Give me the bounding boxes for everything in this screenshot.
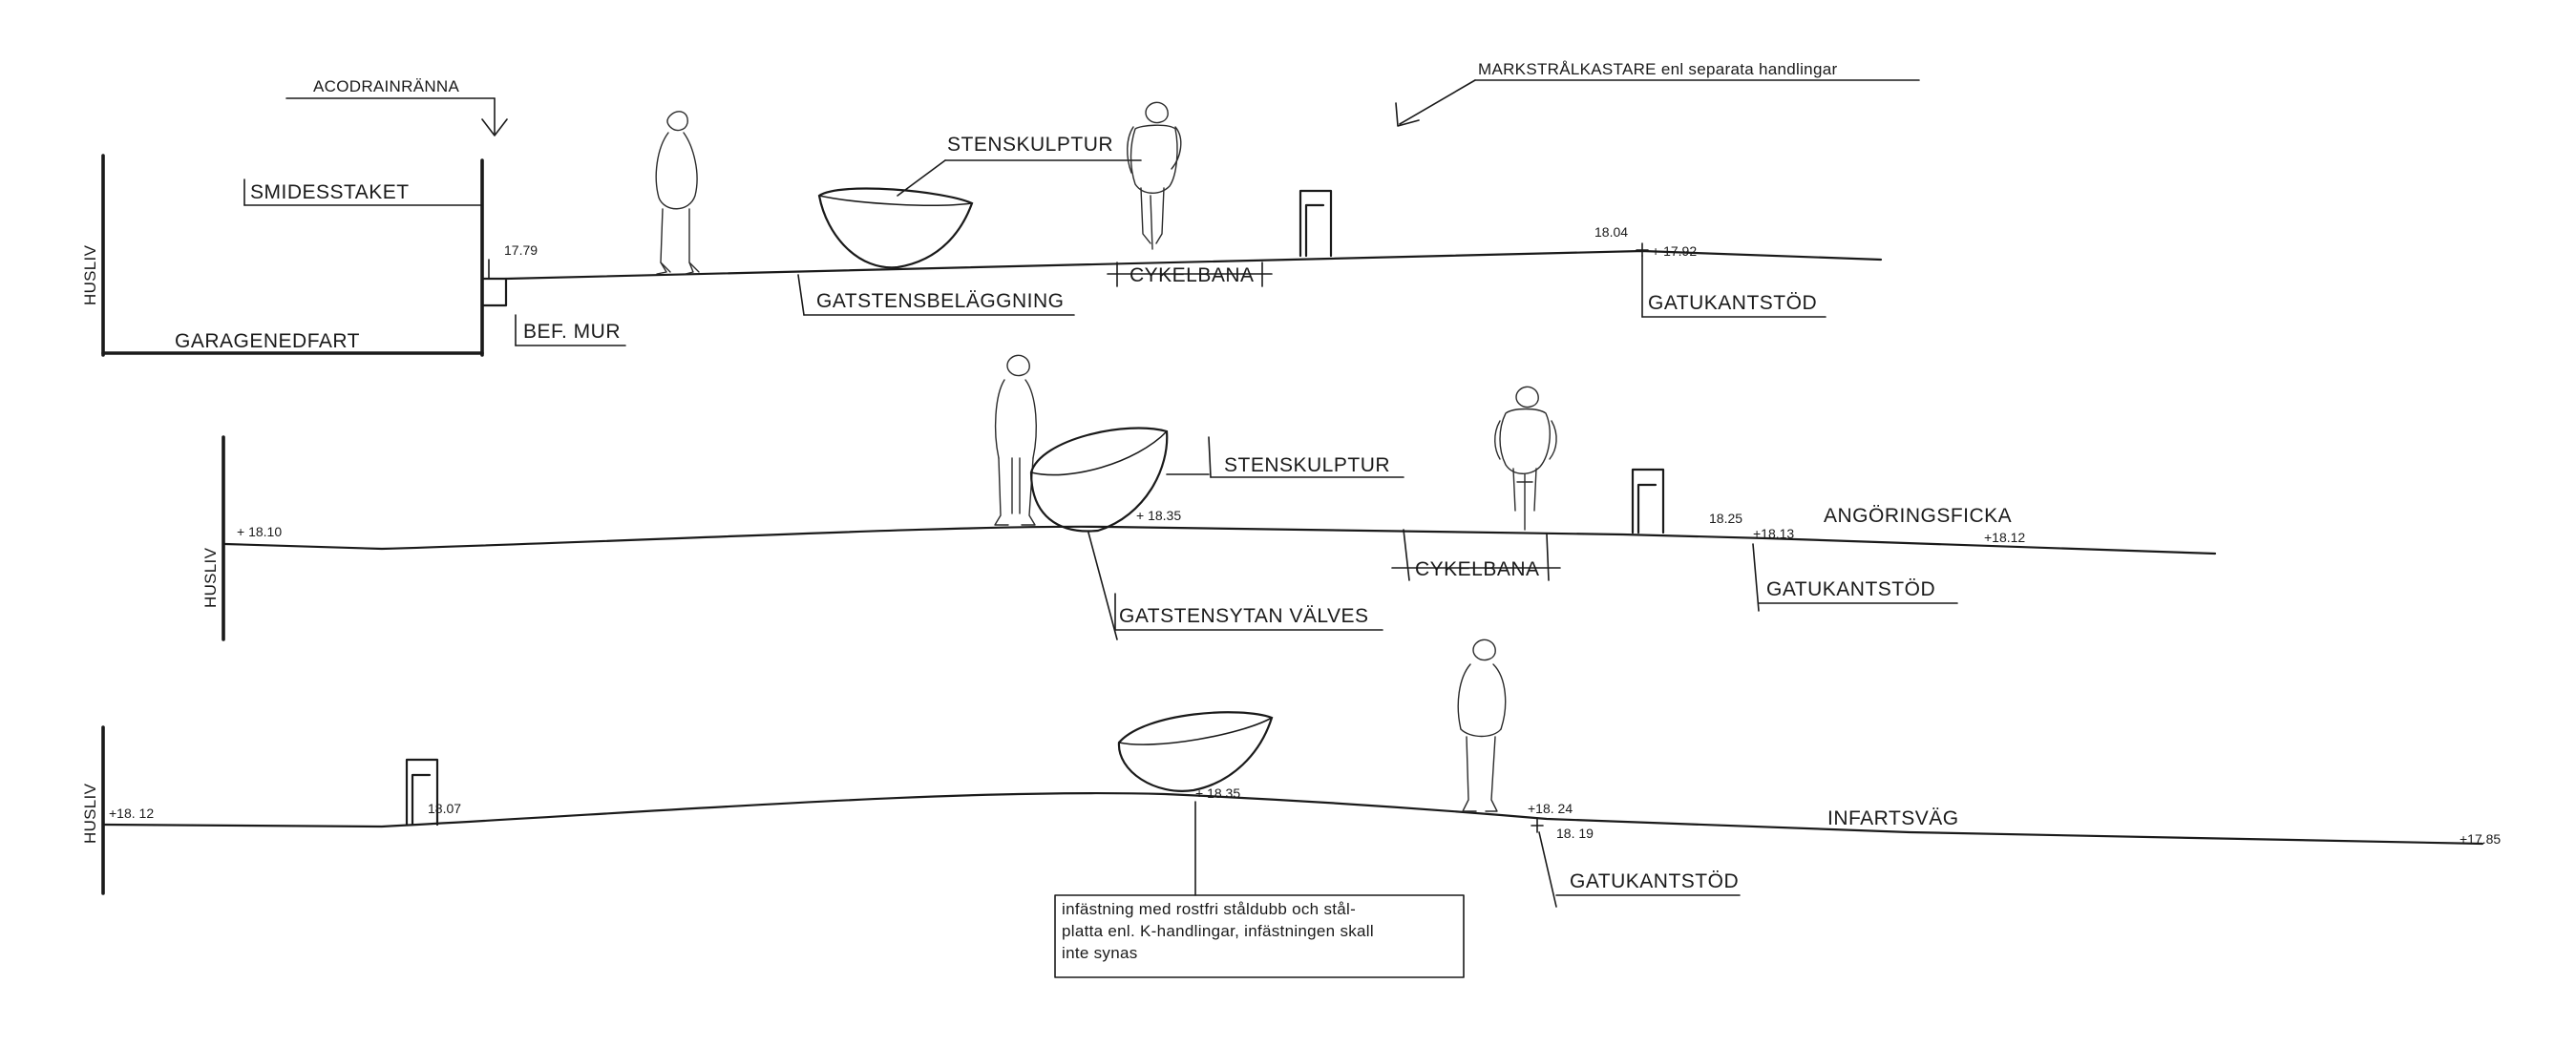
stenskulptur-label-1: STENSKULPTUR [947, 134, 1113, 156]
section-2: HUSLIV + 18.10 STENSKULPTUR + 18.35 GATS… [201, 354, 2217, 641]
gatukantstod-label-3: GATUKANTSTÖD [1570, 870, 1739, 892]
level-1804: 18.04 [1594, 224, 1628, 240]
level-1779: 17.79 [504, 242, 538, 258]
acodrain-label: ACODRAINRÄNNA [313, 77, 460, 95]
gatukantstod-tick-3 [1538, 831, 1557, 908]
husliv-label-2: HUSLIV [201, 547, 220, 608]
level-1824: +18. 24 [1528, 801, 1573, 816]
level-1792: + 17.92 [1652, 243, 1697, 259]
level-1804-mark [1636, 242, 1649, 257]
person-standing-3 [1457, 639, 1507, 812]
cykelbana-label-1: CYKELBANA [1130, 264, 1255, 286]
markstralkastare-fixture-2 [1631, 468, 1665, 534]
markstralkastare-label: MARKSTRÅLKASTARE enl separata handlingar [1478, 60, 1837, 78]
markstralkastare-fixture-1 [1299, 189, 1333, 258]
gatukantstod-label-2: GATUKANTSTÖD [1766, 578, 1935, 600]
stenskulptur-bowl-2 [1029, 427, 1169, 533]
note-line-3: inte synas [1062, 944, 1138, 962]
cykelbana-label-2: CYKELBANA [1415, 558, 1540, 580]
gatstensbelaggning-label: GATSTENSBELÄGGNING [816, 290, 1065, 312]
person-standing-1 [655, 111, 700, 275]
level-1813: +18.13 [1753, 526, 1794, 541]
ground-line-2 [223, 525, 2217, 555]
cykelbana-tick-left-2 [1403, 529, 1410, 581]
bef-mur-label: BEF. MUR [523, 321, 621, 343]
level-1835-s3: + 18.35 [1195, 785, 1240, 801]
cyclist-2 [1494, 386, 1557, 531]
ground-line-3 [103, 791, 2484, 846]
level-1785: +17.85 [2460, 831, 2501, 847]
garagenedfart-label: GARAGENEDFART [175, 330, 360, 352]
note-line-1: infästning med rostfri ståldubb och stål… [1062, 900, 1356, 918]
husliv-label-1: HUSLIV [81, 244, 99, 305]
level-1810: + 18.10 [237, 524, 282, 539]
cykelbana-tick-right-2 [1546, 534, 1550, 581]
gatstens-tick [797, 274, 805, 316]
stenskulptur-pointer-1 [897, 159, 946, 197]
level-1835-s2: + 18.35 [1136, 508, 1181, 523]
markstralkastare-fixture-3 [405, 758, 439, 827]
angoringsficka-label: ANGÖRINGSFICKA [1824, 505, 2012, 527]
gatukantstod-tick-2 [1752, 543, 1760, 612]
level-1812-s3: +18. 12 [109, 806, 154, 821]
smidesstaket-label: SMIDESSTAKET [250, 181, 410, 203]
stenskulptur-tick-2 [1208, 436, 1212, 478]
gatstensytan-label: GATSTENSYTAN VÄLVES [1119, 605, 1369, 627]
infartsvag-label: INFARTSVÄG [1827, 807, 1959, 829]
cyclist-1 [1127, 101, 1182, 250]
stenskulptur-bowl-1-rim [818, 195, 973, 206]
level-1807: 18.07 [428, 801, 461, 816]
husliv-label-3: HUSLIV [81, 783, 99, 844]
level-1819: 18. 19 [1556, 826, 1594, 841]
stenskulptur-label-2: STENSKULPTUR [1224, 454, 1390, 476]
level-1824-mark [1531, 818, 1544, 833]
markstralkastare-arrow-shaft [1399, 79, 1476, 125]
stenskulptur-bowl-3-rim [1118, 717, 1273, 745]
section-1: HUSLIV GARAGENEDFART SMIDESSTAKET ACODRA… [81, 60, 1920, 357]
note-box [1054, 894, 1465, 978]
note-line-2: platta enl. K-handlingar, infästningen s… [1062, 922, 1374, 940]
stenskulptur-bowl-2-rim [1030, 430, 1168, 476]
drain-channel [480, 277, 508, 307]
person-standing-2 [994, 354, 1037, 526]
stenskulptur-bowl-1 [817, 187, 974, 269]
level-1812-s2: +18.12 [1984, 530, 2025, 545]
gatukantstod-label-1: GATUKANTSTÖD [1648, 292, 1817, 314]
level-1825: 18.25 [1709, 511, 1742, 526]
acodrain-arrowhead [481, 118, 508, 136]
stenskulptur-bowl-3 [1117, 711, 1274, 792]
gatstensytan-tick [1087, 532, 1118, 640]
markstralkastare-arrowhead [1395, 102, 1420, 127]
section-3: HUSLIV +18. 12 18.07 + 18.35 infästning … [81, 639, 2501, 978]
